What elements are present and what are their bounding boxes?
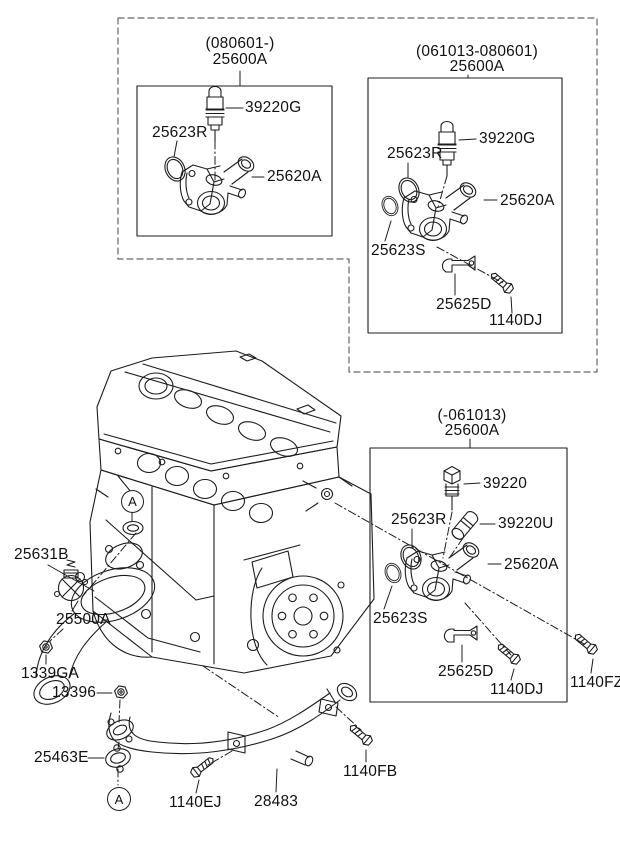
- part-label-25631b: 25631B: [14, 546, 69, 563]
- dashed-group-border: [117, 17, 598, 373]
- part-label-1140dj-p2: 1140DJ: [489, 312, 543, 329]
- part-label-25620a-p1: 25620A: [267, 168, 322, 185]
- panel2-assembly-no: 25600A: [449, 58, 505, 75]
- panel3-date-range: (-061013): [437, 407, 507, 424]
- coolant-pipe-drawing: [106, 682, 358, 767]
- detail-marker-a-engine: A: [121, 490, 144, 513]
- part-label-28483: 28483: [254, 793, 299, 810]
- panel1-date-range: (080601-): [205, 35, 275, 52]
- panel2-date-range: (061013-080601): [416, 43, 538, 60]
- part-label-25620a-p3: 25620A: [504, 556, 559, 573]
- part-label-1339ga: 1339GA: [21, 665, 80, 682]
- part-label-39220g-p2: 39220G: [479, 130, 536, 147]
- part-label-25623s-p3: 25623S: [373, 610, 428, 627]
- part-label-25620a-p2: 25620A: [500, 192, 555, 209]
- panel-box-pre-061013: [369, 447, 568, 703]
- part-label-25625d-p3: 25625D: [438, 663, 494, 680]
- part-label-39220-p3: 39220: [483, 475, 528, 492]
- detail-marker-a-gasket: A: [107, 787, 131, 811]
- panel-box-080601: [136, 85, 333, 237]
- engine-illustration: [89, 350, 375, 674]
- part-label-39220u-p3: 39220U: [498, 515, 554, 532]
- part-label-25623r-p3: 25623R: [391, 511, 447, 528]
- leader-lines: [45, 70, 594, 794]
- part-label-25500a: 25500A: [56, 611, 111, 628]
- gasket-drawing: [105, 744, 131, 773]
- part-label-1140fz: 1140FZ: [570, 674, 620, 691]
- part-label-13396: 13396: [52, 684, 97, 701]
- part-label-1140dj-p3: 1140DJ: [490, 681, 544, 698]
- part-label-1140ej: 1140EJ: [169, 794, 222, 811]
- panel3-assembly-no: 25600A: [444, 422, 500, 439]
- part-label-25623r-p1: 25623R: [152, 124, 208, 141]
- panel-box-061013-080601: [367, 77, 563, 334]
- part-label-25463e: 25463E: [34, 749, 89, 766]
- part-label-25623s-p2: 25623S: [371, 242, 426, 259]
- part-label-25623r-p2: 25623R: [387, 145, 443, 162]
- thermostat-drawing: [53, 559, 89, 602]
- part-label-25625d-p2: 25625D: [436, 296, 492, 313]
- part-label-1140fb: 1140FB: [343, 763, 398, 780]
- panel1-assembly-no: 25600A: [212, 51, 268, 68]
- part-label-39220g-p1: 39220G: [245, 99, 302, 116]
